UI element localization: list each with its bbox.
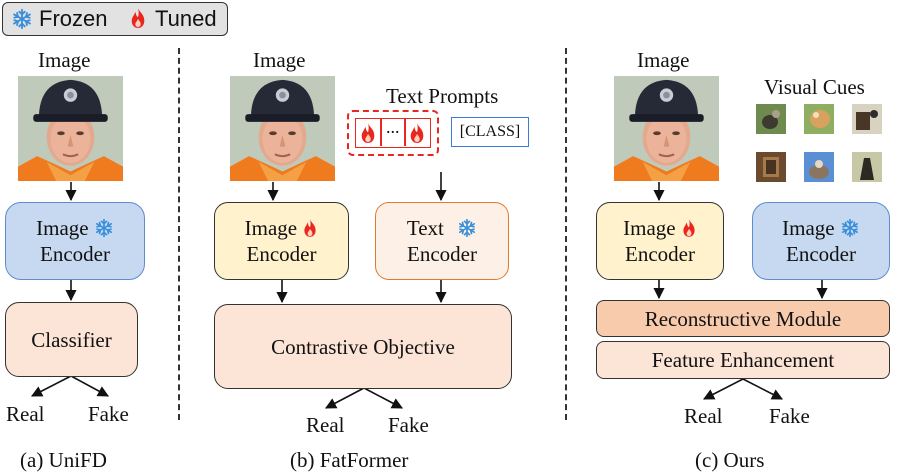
panel-c-caption: (c) Ours [695, 448, 765, 472]
panel-a-out-real: Real [6, 402, 45, 426]
divider-left [178, 48, 180, 420]
panel-a-classifier: Classifier [5, 302, 138, 377]
arrow-b-to-real [325, 387, 365, 409]
arrow-a-to-real [31, 375, 72, 397]
visual-cue-thumbnail [852, 104, 882, 134]
panel-b-image-encoder: Image Encoder [214, 202, 349, 280]
panel-b-class-token-label: [CLASS] [459, 123, 521, 140]
panel-c-cue-encoder-line1: Image [782, 216, 835, 240]
panel-c-cue-encoder: Image Encoder [752, 202, 890, 280]
panel-b-text-encoder-line1: Text [406, 216, 444, 240]
panel-c-out-fake: Fake [769, 404, 810, 428]
flame-icon [359, 122, 377, 144]
panel-a-input-image [17, 76, 124, 181]
panel-b-learnable-prompts: ... [347, 110, 439, 156]
legend: Frozen Tuned [2, 2, 228, 36]
panel-b-image-label: Image [253, 48, 306, 72]
flame-icon [681, 218, 697, 238]
legend-tuned-label: Tuned [155, 6, 217, 31]
panel-b-input-image [229, 76, 336, 181]
panel-b-text-prompts-label: Text Prompts [386, 84, 499, 108]
legend-frozen-label: Frozen [39, 6, 108, 31]
divider-right [565, 48, 567, 420]
panel-a-image-encoder: Image Encoder [5, 202, 145, 280]
panel-c-reconstructive-module: Reconstructive Module [596, 300, 890, 337]
panel-c-image-encoder-line1: Image [623, 216, 676, 240]
flame-icon [408, 122, 426, 144]
arrow-c-to-real [703, 378, 744, 400]
visual-cue-thumbnail [756, 104, 786, 134]
panel-c-visual-cues-label: Visual Cues [764, 75, 865, 99]
panel-b-text-encoder-line2: Encoder [407, 242, 477, 266]
panel-b-out-fake: Fake [388, 413, 429, 437]
panel-b-prompt-tokens: ... [355, 117, 431, 148]
arrow-a-to-fake [70, 375, 109, 397]
panel-b-contrastive-objective: Contrastive Objective [214, 304, 512, 389]
panel-b-class-token: [CLASS] [451, 117, 529, 147]
panel-b-text-encoder: Text Encoder [375, 202, 509, 280]
panel-a-out-fake: Fake [88, 402, 129, 426]
panel-c-reconstructive-label: Reconstructive Module [644, 306, 842, 331]
panel-b-objective-label: Contrastive Objective [271, 334, 455, 359]
panel-a-caption: (a) UniFD [20, 448, 107, 472]
panel-c-enhancement-label: Feature Enhancement [651, 348, 835, 372]
panel-b-image-encoder-line1: Image [244, 216, 298, 240]
flame-icon [302, 218, 318, 238]
visual-cue-thumbnail [804, 152, 834, 182]
snowflake-icon [840, 218, 860, 238]
panel-b-image-encoder-line2: Encoder [246, 242, 317, 266]
panel-c-cue-encoder-line2: Encoder [786, 242, 856, 266]
panel-c-input-image [613, 76, 720, 181]
panel-b-out-real: Real [306, 413, 345, 437]
snowflake-icon [94, 218, 114, 238]
panel-b-prompt-ellipsis: ... [386, 117, 400, 137]
panel-a-classifier-label: Classifier [31, 327, 112, 352]
panel-c-out-real: Real [684, 404, 723, 428]
panel-c-image-encoder-line2: Encoder [625, 242, 695, 266]
panel-c-image-label: Image [637, 48, 690, 72]
panel-c-image-encoder: Image Encoder [596, 202, 724, 280]
panel-b-caption: (b) FatFormer [290, 448, 409, 472]
visual-cue-thumbnail [756, 152, 786, 182]
panel-a-image-label: Image [38, 48, 91, 72]
arrow-b-to-fake [363, 387, 403, 409]
visual-cue-thumbnail [852, 152, 882, 182]
panel-a-encoder-line2: Encoder [40, 242, 110, 266]
snowflake-icon [457, 218, 477, 238]
panel-c-feature-enhancement: Feature Enhancement [596, 341, 890, 379]
arrow-c-to-fake [742, 378, 783, 400]
panel-a-encoder-line1: Image [36, 216, 89, 240]
visual-cue-thumbnail [804, 104, 834, 134]
